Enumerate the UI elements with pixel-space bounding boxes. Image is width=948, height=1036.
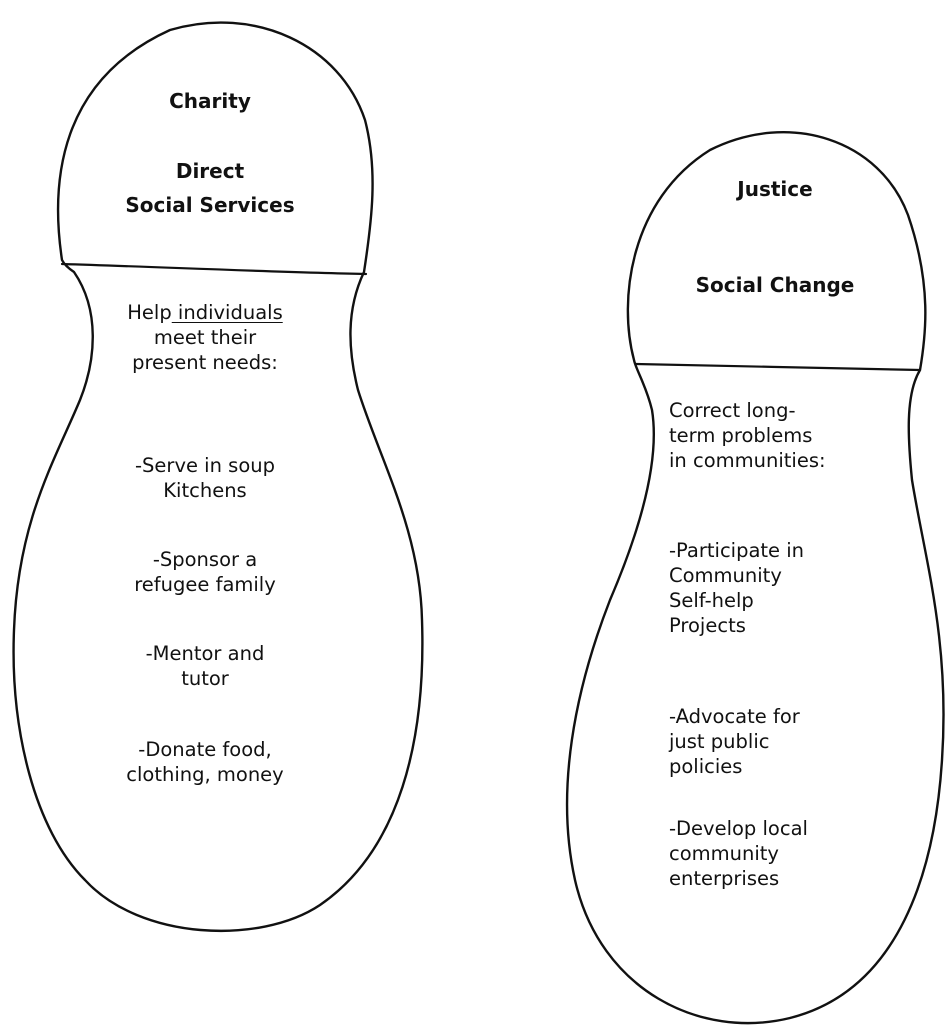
- justice-item-3: -Develop local community enterprises: [669, 816, 869, 891]
- justice-item-line: Community: [669, 564, 782, 587]
- charity-item-line: -Sponsor a: [152, 548, 258, 571]
- charity-item-line: tutor: [181, 667, 229, 690]
- charity-item-line: -Mentor and: [145, 642, 265, 665]
- charity-title: Charity: [169, 89, 251, 113]
- justice-item-line: -Participate in: [669, 539, 805, 562]
- charity-intro-underlined: individuals: [171, 301, 283, 324]
- charity-subtitle-line1: Direct: [175, 159, 245, 183]
- charity-intro-line2: meet their: [153, 326, 257, 349]
- justice-item-line: Projects: [669, 614, 746, 637]
- charity-intro-line3: present needs:: [132, 351, 278, 374]
- charity-subtitle-line2: Social Services: [125, 193, 295, 217]
- justice-item-line: just public: [669, 730, 770, 753]
- charity-item-line: Kitchens: [163, 479, 247, 502]
- charity-item-2: -Sponsor a refugee family: [85, 547, 325, 597]
- justice-item-1: -Participate in Community Self-help Proj…: [669, 538, 869, 638]
- justice-shoe-divider: [634, 362, 922, 372]
- charity-intro: Help individuals meet their present need…: [95, 300, 315, 375]
- justice-intro-line: Correct long-: [669, 399, 796, 422]
- justice-item-line: enterprises: [669, 867, 780, 890]
- justice-title: Justice: [737, 177, 813, 201]
- justice-intro-line: term problems: [669, 424, 813, 447]
- charity-intro-line1: Help individuals: [95, 300, 315, 325]
- charity-item-3: -Mentor and tutor: [85, 641, 325, 691]
- charity-item-1: -Serve in soup Kitchens: [85, 453, 325, 503]
- justice-item-line: policies: [669, 755, 743, 778]
- justice-item-2: -Advocate for just public policies: [669, 704, 869, 779]
- justice-shoe-outline: [565, 131, 945, 1025]
- justice-item-line: -Develop local: [669, 817, 808, 840]
- charity-item-line: -Serve in soup: [135, 454, 275, 477]
- justice-item-line: -Advocate for: [669, 705, 800, 728]
- justice-intro: Correct long- term problems in communiti…: [669, 398, 869, 473]
- justice-intro-line: in communities:: [669, 449, 826, 472]
- charity-shoe-divider: [60, 262, 368, 276]
- charity-item-line: refugee family: [134, 573, 276, 596]
- charity-item-line: -Donate food,: [138, 738, 272, 761]
- justice-item-line: community: [669, 842, 779, 865]
- justice-item-line: Self-help: [669, 589, 754, 612]
- justice-subtitle: Social Change: [695, 273, 855, 297]
- charity-item-line: clothing, money: [126, 763, 284, 786]
- charity-item-4: -Donate food, clothing, money: [85, 737, 325, 787]
- charity-intro-prefix: Help: [127, 301, 172, 324]
- charity-shoe-outline: [12, 21, 424, 933]
